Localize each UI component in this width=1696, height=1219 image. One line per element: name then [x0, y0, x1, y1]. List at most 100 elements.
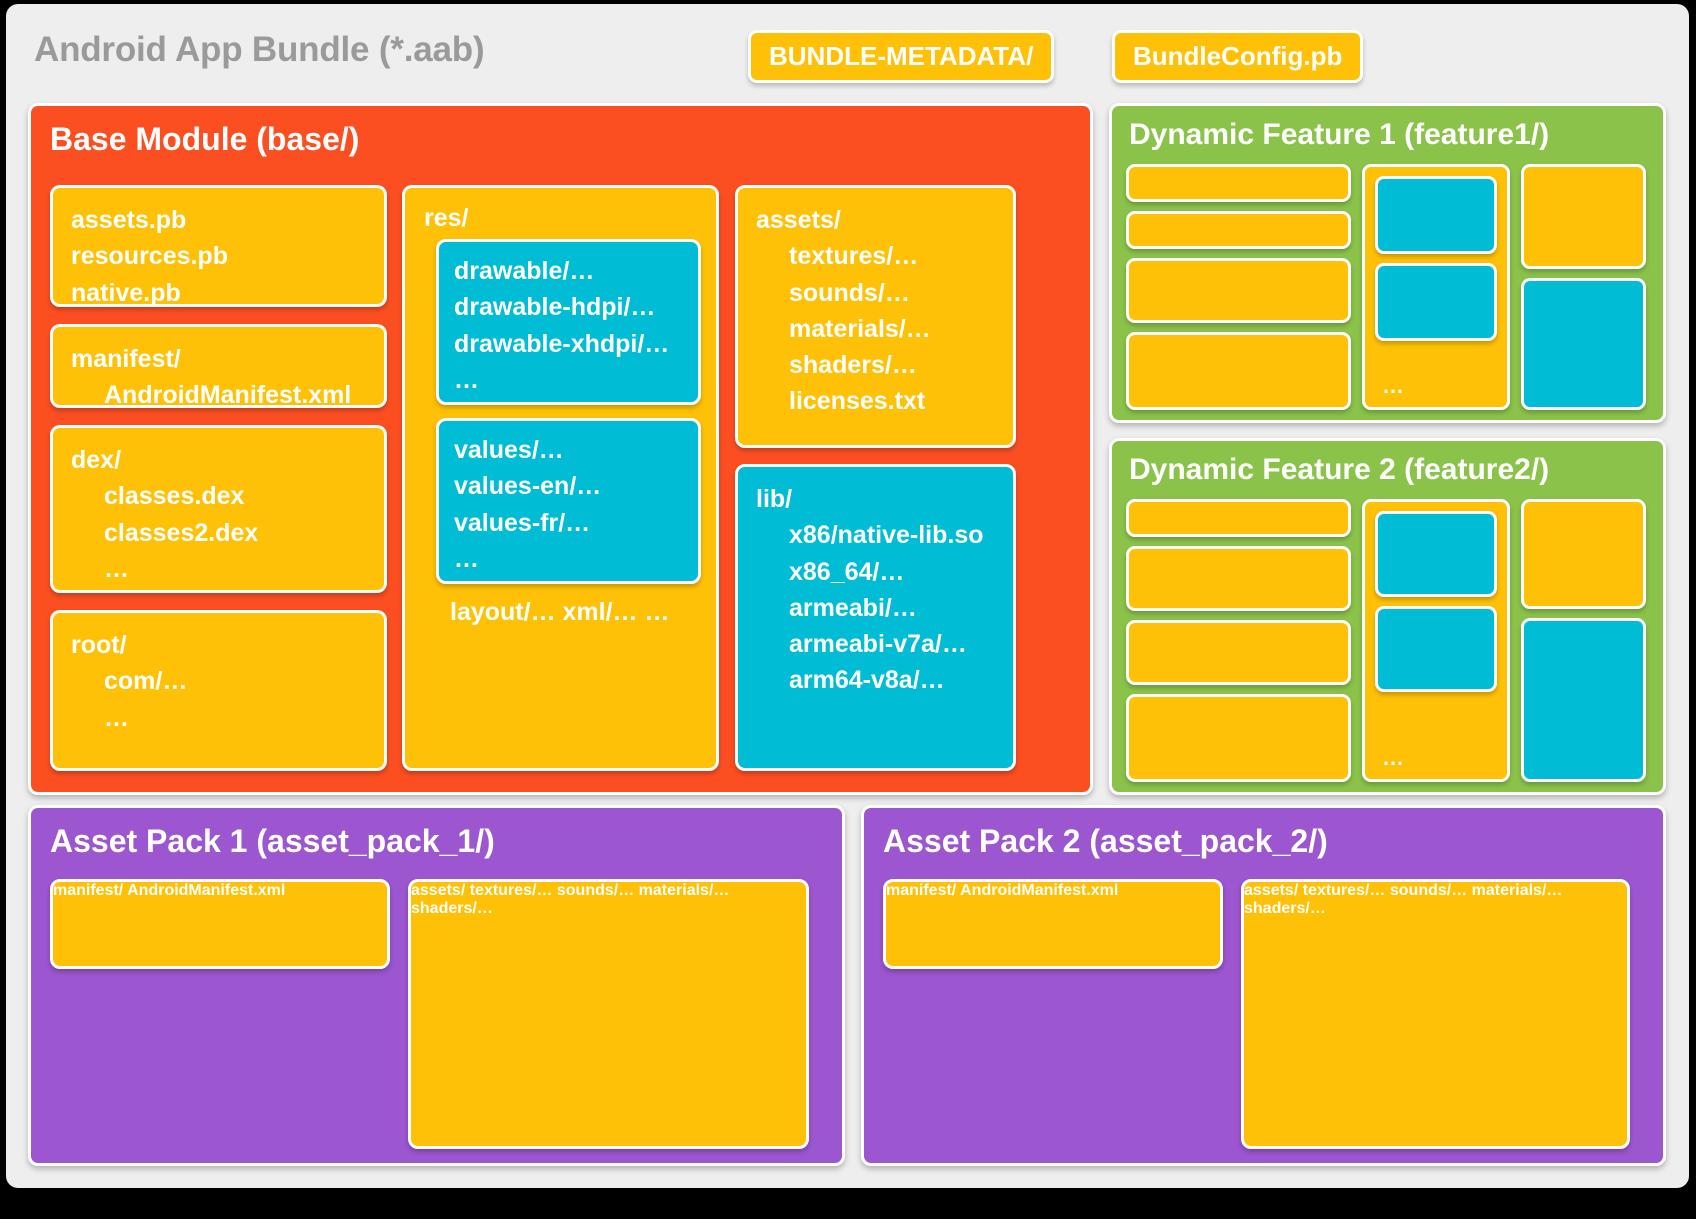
base-dex-box: dex/ classes.dex classes2.dex … — [50, 425, 387, 593]
feature2-lib-box — [1521, 618, 1646, 782]
feature1-column-3 — [1521, 164, 1646, 410]
layout-line: layout/… — [450, 598, 556, 626]
feature1-res-ellipsis: … — [1382, 373, 1406, 398]
bundleconfig-pb-chip[interactable]: BundleConfig.pb — [1112, 30, 1364, 83]
feature1-res-inner-1 — [1375, 176, 1497, 254]
assets-shaders-line: shaders/… — [789, 351, 917, 379]
ap1-assets-dir-line: assets/ — [411, 882, 466, 899]
ap1-manifest-dir-line: manifest/ — [53, 882, 124, 899]
res-values-box: values/… values-en/… values-fr/… … — [436, 418, 701, 584]
manifest-dir-line: manifest/ — [71, 345, 181, 373]
page-title: Android App Bundle (*.aab) — [34, 30, 485, 69]
values-en-line: values-en/… — [454, 472, 602, 501]
res-ellipsis: … — [644, 598, 671, 626]
dynamic-feature-1-title: Dynamic Feature 1 (feature1/) — [1129, 118, 1550, 151]
ap2-manifest-dir-line: manifest/ — [886, 882, 957, 899]
asset-pack-2-manifest-box: manifest/ AndroidManifest.xml — [883, 879, 1223, 969]
feature2-res-inner-1 — [1375, 511, 1497, 597]
resources-pb-line: resources.pb — [71, 242, 229, 271]
lib-arm64-v8a-line: arm64-v8a/… — [789, 666, 945, 695]
dex-ellipsis: … — [104, 554, 130, 583]
android-app-bundle-card: Android App Bundle (*.aab) BUNDLE-METADA… — [6, 4, 1689, 1188]
asset-pack-1-title: Asset Pack 1 (asset_pack_1/) — [50, 823, 495, 859]
feature2-res-inner-2 — [1375, 606, 1497, 692]
feature2-box-2 — [1126, 546, 1351, 611]
feature2-column-3 — [1521, 499, 1646, 782]
asset-pack-1-panel: Asset Pack 1 (asset_pack_1/) manifest/ A… — [28, 805, 845, 1166]
feature1-res-inner-2 — [1375, 263, 1497, 341]
ap1-textures-line: textures/… — [469, 882, 553, 899]
ap1-android-manifest-xml-line: AndroidManifest.xml — [127, 882, 286, 899]
asset-pack-1-assets-box: assets/ textures/… sounds/… materials/… … — [408, 879, 809, 1149]
xml-line: xml/… — [562, 598, 638, 626]
feature1-box-1 — [1126, 164, 1351, 202]
res-drawable-box: drawable/… drawable-hdpi/… drawable-xhdp… — [436, 239, 701, 405]
drawable-hdpi-line: drawable-hdpi/… — [454, 293, 656, 322]
base-module-title: Base Module (base/) — [50, 121, 360, 157]
classes2-dex-line: classes2.dex — [104, 518, 259, 547]
ap2-sounds-line: sounds/… — [1389, 882, 1468, 899]
bundle-header: Android App Bundle (*.aab) — [6, 4, 1689, 96]
feature1-assets-box — [1521, 164, 1646, 269]
android-manifest-xml-line: AndroidManifest.xml — [104, 381, 352, 408]
dynamic-feature-1-grid: … — [1126, 164, 1649, 410]
feature2-column-1 — [1126, 499, 1351, 782]
base-root-box: root/ com/… … — [50, 610, 387, 771]
dex-dir-line: dex/ — [71, 446, 122, 474]
ap2-shaders-line: shaders/… — [1244, 900, 1326, 917]
drawable-xhdpi-line: drawable-xhdpi/… — [454, 329, 670, 358]
feature1-box-3 — [1126, 258, 1351, 323]
values-fr-line: values-fr/… — [454, 508, 591, 537]
ap1-sounds-line: sounds/… — [556, 882, 635, 899]
base-manifest-box: manifest/ AndroidManifest.xml — [50, 324, 387, 408]
values-line: values/… — [454, 436, 564, 464]
ap2-textures-line: textures/… — [1302, 882, 1386, 899]
assets-textures-line: textures/… — [789, 242, 919, 271]
values-ellipsis: … — [454, 544, 480, 573]
dynamic-feature-1-panel: Dynamic Feature 1 (feature1/) … — [1109, 103, 1666, 423]
asset-pack-2-assets-box: assets/ textures/… sounds/… materials/… … — [1241, 879, 1630, 1149]
res-tail-lines: layout/… xml/… … — [450, 593, 671, 631]
asset-pack-2-panel: Asset Pack 2 (asset_pack_2/) manifest/ A… — [861, 805, 1666, 1166]
ap2-assets-dir-line: assets/ — [1244, 882, 1299, 899]
lib-armeabi-line: armeabi/… — [789, 593, 917, 622]
asset-pack-2-title: Asset Pack 2 (asset_pack_2/) — [883, 823, 1328, 859]
feature2-box-4 — [1126, 694, 1351, 782]
assets-licenses-line: licenses.txt — [789, 387, 926, 416]
feature1-box-4 — [1126, 332, 1351, 410]
ap1-shaders-line: shaders/… — [411, 900, 493, 917]
feature1-column-1 — [1126, 164, 1351, 410]
dynamic-feature-2-title: Dynamic Feature 2 (feature2/) — [1129, 453, 1550, 486]
drawable-line: drawable/… — [454, 257, 595, 285]
dynamic-feature-2-panel: Dynamic Feature 2 (feature2/) … — [1109, 438, 1666, 795]
drawable-ellipsis: … — [454, 365, 480, 394]
res-dir-line: res/ — [424, 204, 469, 232]
base-assets-box: assets/ textures/… sounds/… materials/… … — [735, 185, 1016, 448]
native-pb-line: native.pb — [71, 278, 181, 307]
bundle-metadata-chip[interactable]: BUNDLE-METADATA/ — [748, 30, 1055, 83]
asset-pack-1-manifest-box: manifest/ AndroidManifest.xml — [50, 879, 390, 969]
feature2-res-box: … — [1362, 499, 1510, 782]
assets-pb-line: assets.pb — [71, 206, 187, 234]
base-res-box: res/ drawable/… drawable-hdpi/… drawable… — [402, 185, 719, 771]
lib-x86-line: x86/native-lib.so — [789, 521, 984, 550]
feature1-box-2 — [1126, 211, 1351, 249]
ap2-android-manifest-xml-line: AndroidManifest.xml — [960, 882, 1119, 899]
assets-sounds-line: sounds/… — [789, 278, 910, 307]
ap2-materials-line: materials/… — [1471, 882, 1563, 899]
root-ellipsis: … — [104, 703, 130, 732]
classes-dex-line: classes.dex — [104, 482, 245, 511]
assets-materials-line: materials/… — [789, 314, 931, 343]
assets-dir-line: assets/ — [756, 206, 841, 234]
feature2-box-3 — [1126, 620, 1351, 685]
ap1-materials-line: materials/… — [638, 882, 730, 899]
feature2-column-2: … — [1362, 499, 1510, 782]
feature1-column-2: … — [1362, 164, 1510, 410]
feature1-lib-box — [1521, 278, 1646, 410]
lib-dir-line: lib/ — [756, 485, 793, 513]
base-pb-files-box: assets.pb resources.pb native.pb — [50, 185, 387, 307]
base-lib-box: lib/ x86/native-lib.so x86_64/… armeabi/… — [735, 464, 1016, 771]
lib-x86-64-line: x86_64/… — [789, 557, 905, 586]
lib-armeabi-v7a-line: armeabi-v7a/… — [789, 630, 967, 658]
root-dir-line: root/ — [71, 631, 127, 659]
